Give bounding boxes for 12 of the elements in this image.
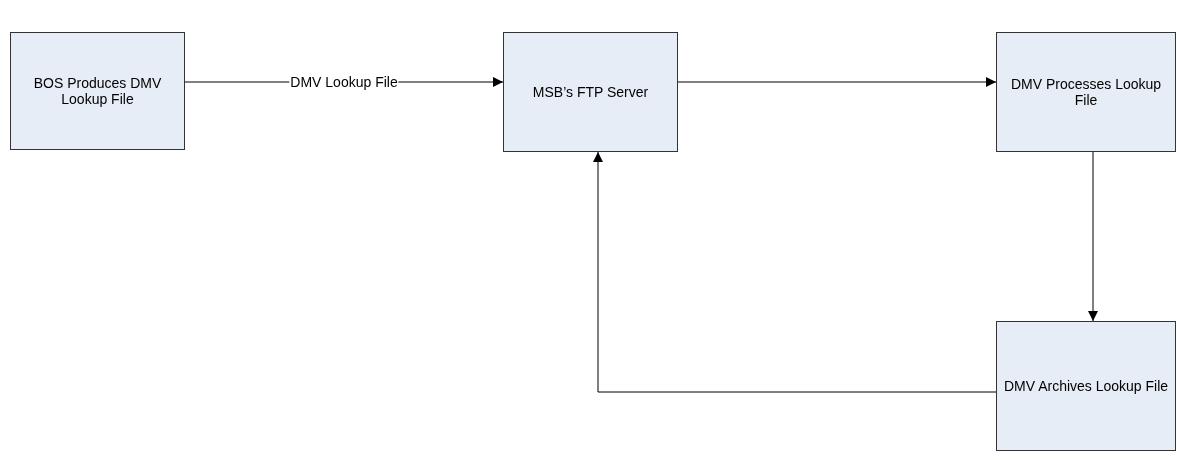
box-text: MSB’s FTP Server xyxy=(532,84,649,100)
process-box xyxy=(503,32,678,152)
arrow xyxy=(593,151,997,393)
edge-label: DMV Lookup File xyxy=(289,74,399,90)
box-text: DMV Archives Lookup File xyxy=(1003,378,1169,394)
process-box xyxy=(996,32,1176,152)
box-text: DMV Processes Lookup File xyxy=(1009,76,1163,108)
process-box xyxy=(996,321,1176,451)
arrow xyxy=(1088,151,1098,322)
box-text: BOS Produces DMV Lookup File xyxy=(32,75,163,107)
process-box xyxy=(10,32,185,150)
arrow xyxy=(677,77,997,87)
